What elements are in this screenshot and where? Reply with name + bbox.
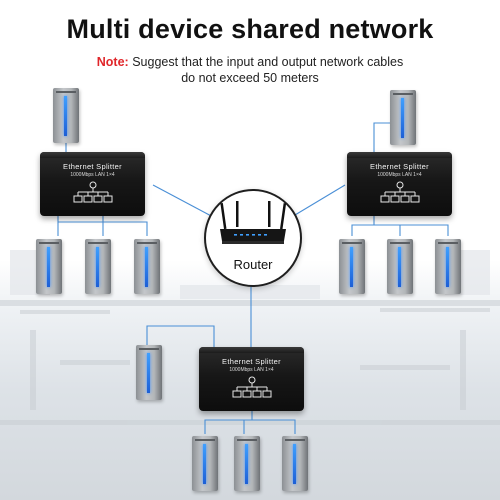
cable-bottom-input [146,325,215,347]
computer-tower [390,90,416,145]
computer-tower [85,239,111,294]
note-label: Note: [96,55,129,69]
splitter-spec: 1000Mbps LAN 1×4 [70,172,115,178]
cable-right-output [351,216,449,236]
splitter-spec: 1000Mbps LAN 1×4 [377,172,422,178]
cable-router-right [289,184,346,219]
splitter-name: Ethernet Splitter [222,357,281,366]
splitter-name: Ethernet Splitter [63,162,122,171]
computer-tower [435,239,461,294]
note-line-1: Suggest that the input and output networ… [132,55,404,69]
computer-tower [36,239,62,294]
computer-tower [136,345,162,400]
cable-left-output [57,216,148,236]
computer-tower [387,239,413,294]
cable-router-left [152,184,216,219]
splitter-spec: 1000Mbps LAN 1×4 [229,367,274,373]
network-topology-icon [380,181,420,203]
note-line-2: do not exceed 50 meters [181,71,319,85]
computer-tower [282,436,308,491]
cable-bottom-output [204,411,296,434]
network-topology-icon [232,376,272,398]
computer-tower [134,239,160,294]
computer-tower [234,436,260,491]
ethernet-splitter-right: Ethernet Splitter 1000Mbps LAN 1×4 [347,152,452,216]
computer-tower [53,88,79,143]
splitter-name: Ethernet Splitter [370,162,429,171]
computer-tower [339,239,365,294]
page-title: Multi device shared network [66,14,434,44]
cable-length-note: Note: Suggest that the input and output … [0,54,500,86]
network-topology-icon [73,181,113,203]
router-icon [220,201,287,244]
computer-tower [192,436,218,491]
router-bubble: Router [204,189,302,287]
ethernet-splitter-bottom: Ethernet Splitter 1000Mbps LAN 1×4 [199,347,304,411]
router-label: Router [233,257,273,272]
ethernet-splitter-left: Ethernet Splitter 1000Mbps LAN 1×4 [40,152,145,216]
